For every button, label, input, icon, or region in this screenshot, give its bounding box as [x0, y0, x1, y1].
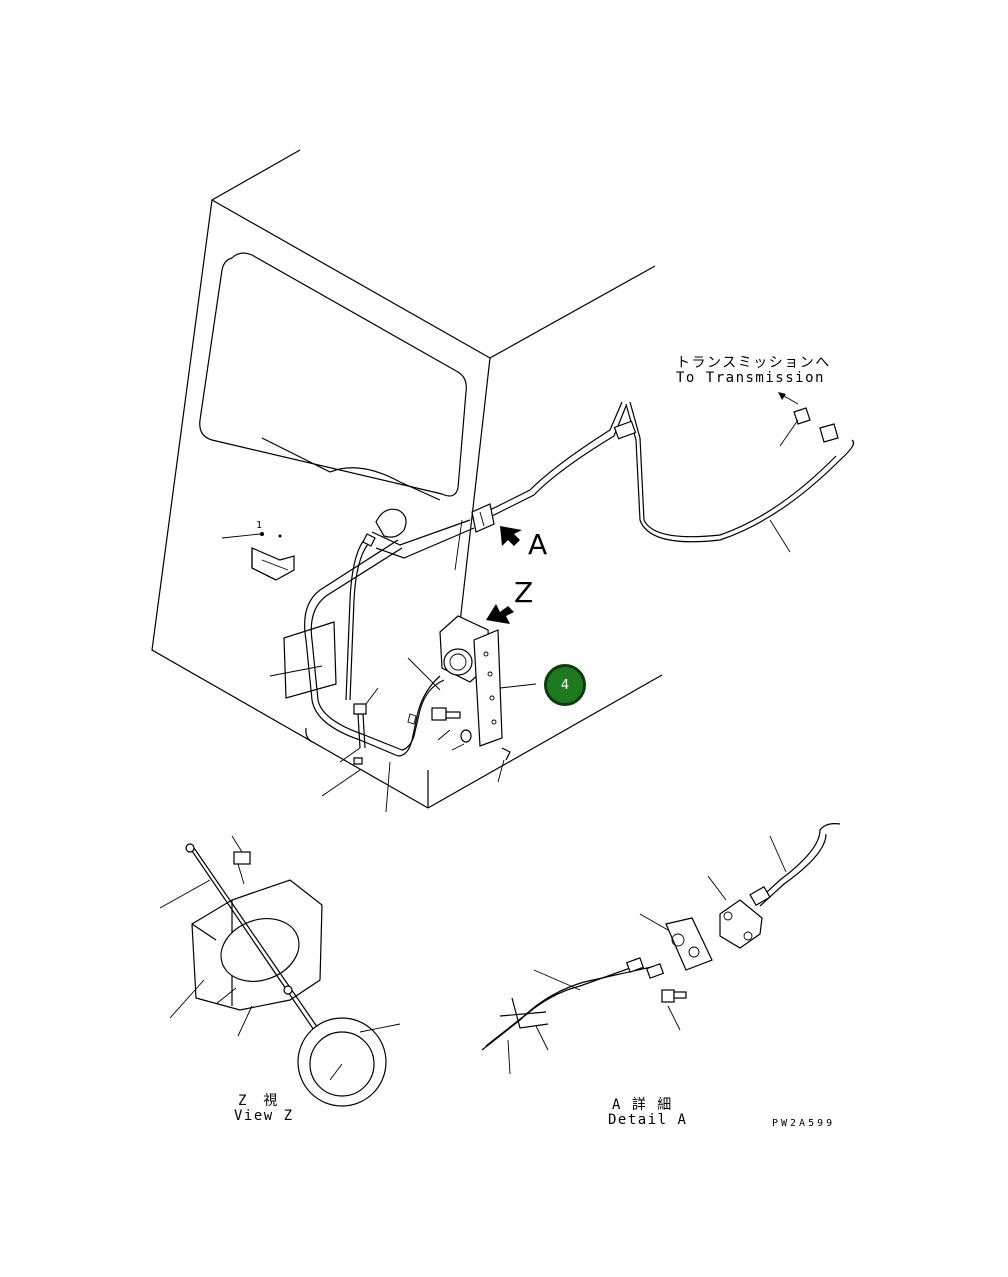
- arrow-a-label: A: [528, 528, 548, 561]
- to-transmission-label-jp: トランスミッションへ: [676, 355, 831, 371]
- to-transmission-label-en: To Transmission: [676, 370, 825, 386]
- cable-harness: [304, 401, 855, 757]
- cab-body: [151, 149, 663, 809]
- view-z-drawing: [159, 835, 401, 1107]
- detail-a-drawing: [481, 823, 841, 1075]
- transmission-fittings: [769, 392, 839, 553]
- callout-badge-4[interactable]: 4: [544, 664, 586, 706]
- part-1-label: 1: [256, 520, 264, 531]
- arrow-z-label: Z: [514, 576, 534, 609]
- view-z-title-jp: Z 視: [238, 1093, 279, 1109]
- drawing-code: PW2A599: [772, 1118, 836, 1129]
- view-z-title-en: View Z: [234, 1108, 294, 1124]
- detail-a-title-jp: A 詳 細: [612, 1097, 673, 1113]
- meter-housing: [407, 615, 537, 747]
- view-arrows: [486, 526, 522, 624]
- bracket-part-1: [221, 532, 295, 581]
- connector-a: [471, 503, 495, 533]
- fasteners: [321, 687, 511, 813]
- rear-window: [199, 252, 467, 501]
- harness-plate: [269, 621, 337, 699]
- detail-a-title-en: Detail A: [608, 1112, 688, 1128]
- callout-number: 4: [560, 677, 570, 693]
